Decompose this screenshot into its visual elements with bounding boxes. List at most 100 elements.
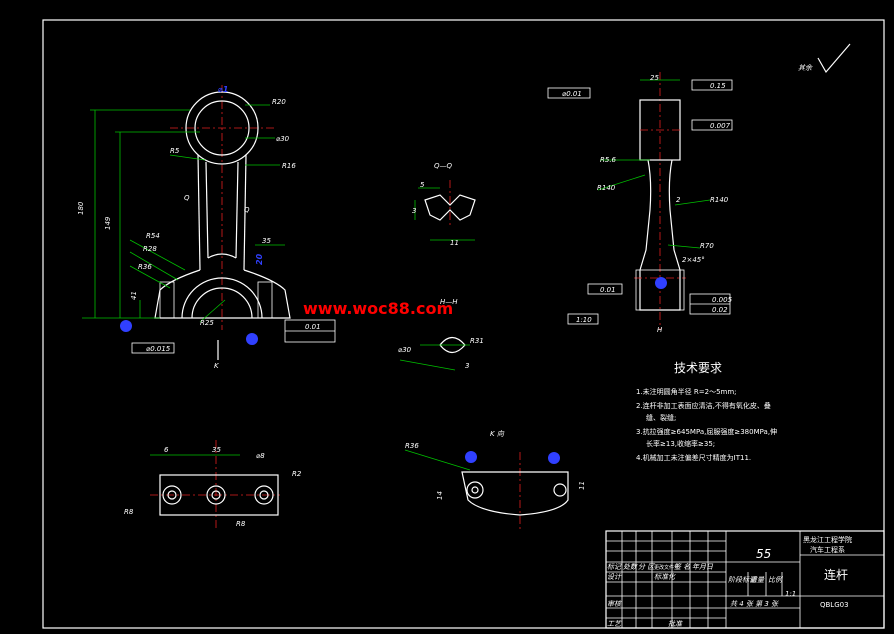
svg-text:3: 3	[465, 362, 469, 370]
tech-item-4: 4.机械加工未注偏差尺寸精度为IT11.	[636, 453, 751, 462]
section-title-hh: H—H	[440, 298, 458, 306]
svg-text:R8: R8	[236, 520, 246, 528]
dim-r16: R16	[282, 162, 296, 170]
svg-text:审核: 审核	[607, 600, 622, 608]
svg-text:25: 25	[650, 74, 659, 82]
svg-text:R70: R70	[700, 242, 714, 250]
title-block: 55 黑龙江工程学院 汽车工程系 连杆 QBLG03 1:1 共 4 张 第 3…	[605, 530, 885, 629]
tech-item-2: 2.连杆非加工表面应清洁,不得有氧化皮、叠	[636, 401, 771, 410]
datum-marker-c	[655, 277, 667, 289]
watermark: www.woc88.com	[303, 299, 453, 318]
svg-text:R140: R140	[710, 196, 729, 204]
sheet-count: 共 4 张 第 3 张	[730, 600, 779, 608]
svg-text:14: 14	[436, 491, 444, 500]
svg-text:比例: 比例	[768, 576, 783, 584]
dim-d30: ⌀30	[276, 135, 290, 143]
dim-r25: R25	[200, 319, 214, 327]
drawing-frame	[42, 19, 885, 629]
dim-180: 180	[77, 201, 85, 215]
dim-20: 20	[255, 253, 264, 265]
dim-r36: R36	[138, 263, 152, 271]
dim-r5: R5	[170, 147, 180, 155]
section-title-k: K 向	[490, 430, 505, 438]
svg-text:0.005: 0.005	[712, 296, 733, 304]
svg-text:0.007: 0.007	[710, 122, 731, 130]
svg-text:0.01: 0.01	[600, 286, 616, 294]
svg-text:重量: 重量	[750, 576, 765, 584]
section-hh: H—H ⌀30 R31 3	[398, 298, 484, 371]
tolerance-frame-perpendicular	[587, 283, 623, 295]
svg-text:R140: R140	[597, 184, 616, 192]
tolerance-frame-cylindricity	[691, 119, 733, 131]
bottom-view-left: 6 35 ⌀8 R2 R8 R8	[124, 440, 302, 530]
svg-text:工艺: 工艺	[607, 620, 622, 628]
dim-r54: R54	[146, 232, 160, 240]
section-mark-q-left: Q	[184, 194, 190, 202]
front-view: 180 149 R20 ⌀30 R16 R5 R54 R28 R36 R25 ⌀…	[77, 85, 336, 370]
svg-text:更改文件号: 更改文件号	[654, 564, 679, 571]
tolerance-frame-flatness	[131, 342, 175, 354]
svg-text:阶段标记: 阶段标记	[728, 576, 757, 584]
tech-item-2b: 缝、裂缝;	[646, 413, 676, 422]
svg-text:11: 11	[450, 239, 459, 247]
technical-requirements: 技术要求 1.未注明圆角半径 R=2～5mm; 2.连杆非加工表面应清洁,不得有…	[636, 361, 777, 462]
tech-title: 技术要求	[674, 361, 722, 375]
datum-marker-d	[465, 451, 477, 463]
svg-text:2×45°: 2×45°	[682, 256, 705, 264]
side-view: 25 ⌀0.01 0.007 0.15 R5.6 R140 R140 2 R70…	[547, 72, 733, 334]
svg-text:签 名: 签 名	[674, 563, 691, 571]
bottom-view-k: K 向 R36 14 11	[404, 430, 586, 530]
svg-text:R8: R8	[124, 508, 134, 516]
svg-text:⌀30: ⌀30	[398, 346, 412, 354]
view-mark-k: K	[214, 362, 220, 370]
svg-text:处数: 处数	[623, 563, 638, 571]
section-title-qq: Q—Q	[434, 162, 453, 170]
section-mark-h: H	[657, 326, 663, 334]
svg-text:标记: 标记	[607, 563, 622, 571]
dim-r28: R28	[143, 245, 157, 253]
section-mark-q-right: Q	[244, 206, 250, 214]
dim-top-tolerance: ⌀1	[218, 85, 228, 94]
svg-text:标准化: 标准化	[654, 573, 676, 581]
svg-text:1:10: 1:10	[576, 316, 592, 324]
svg-text:⌀0.015: ⌀0.015	[146, 345, 171, 353]
svg-text:35: 35	[212, 446, 221, 454]
svg-text:R2: R2	[292, 470, 302, 478]
material: 55	[756, 547, 771, 561]
svg-text:R31: R31	[470, 337, 484, 345]
tolerance-frame-symmetry	[691, 79, 733, 91]
roughness-symbol-icon	[817, 43, 851, 74]
svg-text:R5.6: R5.6	[600, 156, 617, 164]
svg-text:2: 2	[676, 196, 681, 204]
svg-text:年月日: 年月日	[692, 563, 714, 571]
roughness-note: 其余	[798, 64, 813, 72]
svg-text:11: 11	[578, 481, 586, 490]
taper-frame	[567, 313, 599, 325]
dim-35: 35	[262, 237, 271, 245]
svg-text:批准: 批准	[668, 620, 683, 628]
svg-text:⌀8: ⌀8	[256, 452, 265, 460]
dim-149: 149	[104, 216, 112, 230]
datum-marker-e	[548, 452, 560, 464]
department: 汽车工程系	[810, 545, 845, 554]
svg-text:R36: R36	[405, 442, 419, 450]
svg-text:0.01: 0.01	[305, 323, 321, 331]
part-name: 连杆	[824, 567, 848, 582]
scale: 1:1	[785, 590, 796, 598]
tech-item-1: 1.未注明圆角半径 R=2～5mm;	[636, 387, 737, 396]
svg-text:6: 6	[164, 446, 169, 454]
tech-item-3b: 长率≥13,收缩率≥35;	[646, 439, 715, 448]
svg-text:设计: 设计	[607, 573, 622, 581]
school-name: 黑龙江工程学院	[803, 535, 852, 544]
svg-text:0.02: 0.02	[712, 306, 728, 314]
svg-text:3: 3	[412, 207, 416, 215]
dim-r20: R20	[272, 98, 286, 106]
datum-marker-b	[246, 333, 258, 345]
datum-marker-a	[120, 320, 132, 332]
svg-text:分 区: 分 区	[638, 563, 655, 571]
tolerance-frame-parallel	[547, 87, 591, 99]
tech-item-3: 3.抗拉强度≥645MPa,屈服强度≥380MPa,伸	[636, 427, 777, 436]
svg-text:5: 5	[420, 181, 425, 189]
svg-text:0.15: 0.15	[710, 82, 726, 90]
